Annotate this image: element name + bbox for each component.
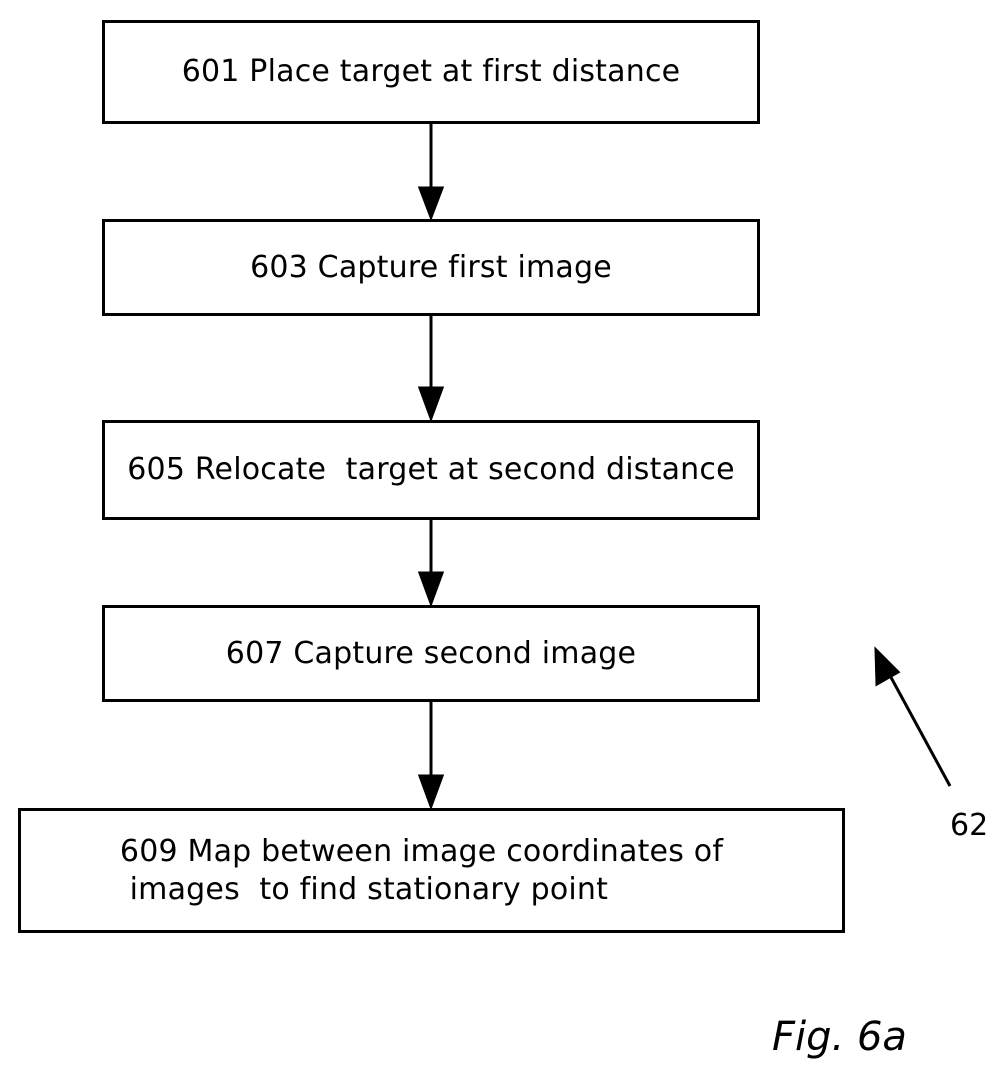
step-603-box: 603 Capture first image (102, 219, 760, 316)
reference-numeral: 62 (950, 808, 988, 843)
reference-leader-line (887, 670, 950, 786)
reference-leader-arrowhead (876, 650, 898, 684)
arrowhead-603 (420, 188, 442, 217)
step-601-text: 601 Place target at first distance (182, 53, 681, 91)
step-603-text: 603 Capture first image (250, 249, 612, 287)
step-609-text: 609 Map between image coordinates of ima… (120, 833, 723, 909)
step-605-box: 605 Relocate target at second distance (102, 420, 760, 520)
arrowhead-609 (420, 776, 442, 806)
step-609-box: 609 Map between image coordinates of ima… (18, 808, 845, 933)
arrowhead-607 (420, 573, 442, 603)
step-601-box: 601 Place target at first distance (102, 20, 760, 124)
step-605-text: 605 Relocate target at second distance (127, 451, 735, 489)
step-607-text: 607 Capture second image (226, 635, 636, 673)
figure-label: Fig. 6a (772, 1014, 907, 1060)
arrowhead-605 (420, 388, 442, 418)
step-607-box: 607 Capture second image (102, 605, 760, 702)
